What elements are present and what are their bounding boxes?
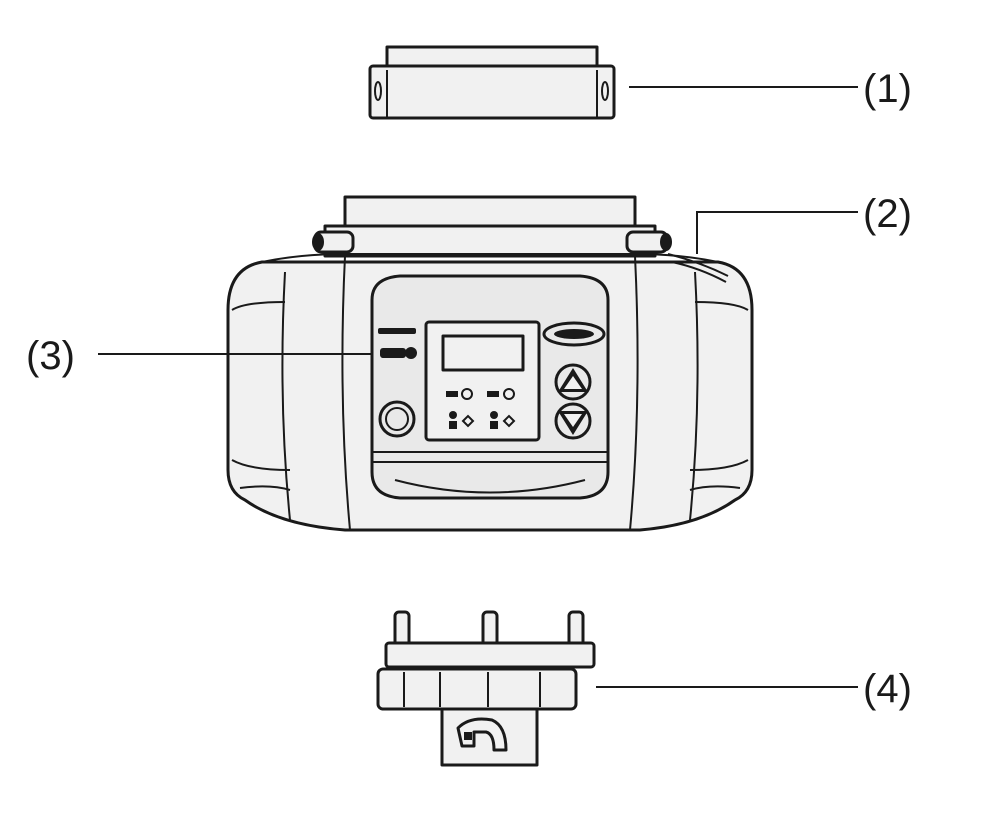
left-knob	[312, 230, 355, 254]
setting-button-left	[449, 411, 475, 429]
indicator-leds	[378, 328, 417, 359]
mode-button-right	[487, 388, 515, 400]
callout-label-4: (4)	[863, 667, 912, 711]
round-power-button	[378, 400, 416, 438]
right-knob	[625, 230, 672, 254]
leader-line-2	[696, 211, 858, 254]
setting-button-right	[490, 411, 516, 429]
down-arrow-icon	[554, 402, 592, 440]
base-mount-part	[376, 610, 596, 767]
main-housing-part	[226, 195, 754, 532]
top-cover-part	[368, 45, 616, 120]
callout-label-3: (3)	[26, 334, 75, 378]
callout-label-2: (2)	[863, 192, 912, 236]
mode-button-left	[446, 388, 473, 400]
up-arrow-icon	[554, 363, 592, 401]
logo-plate	[542, 321, 606, 347]
callout-label-1: (1)	[863, 67, 912, 111]
